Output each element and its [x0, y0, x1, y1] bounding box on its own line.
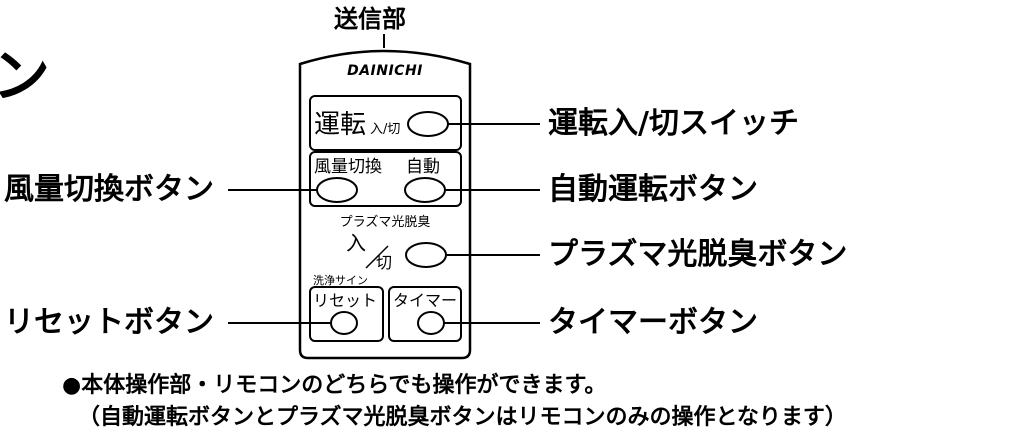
plasma-button-callout: プラズマ光脱臭ボタン — [548, 237, 848, 272]
timer-button — [417, 311, 445, 335]
remote-body — [298, 49, 472, 360]
reset-group-frame — [309, 286, 384, 342]
reset-button — [330, 311, 358, 335]
power-on-off-text: 入/切 — [370, 122, 400, 137]
page-title-fragment: ン — [0, 42, 51, 110]
power-switch-callout: 運転入/切スイッチ — [548, 106, 799, 141]
airflow-group-text: 風量切換 — [314, 157, 382, 177]
note-line-1: ●本体操作部・リモコンのどちらでも操作ができます。 — [62, 373, 607, 398]
reset-button-callout: リセットボタン — [4, 305, 214, 340]
timer-button-callout: タイマーボタン — [548, 305, 758, 340]
power-group-text: 運転 — [314, 110, 366, 140]
timer-group-text: タイマー — [393, 291, 457, 310]
plasma-off-text: 切 — [376, 253, 392, 272]
brand-logo: DAINICHI — [347, 63, 423, 79]
plasma-group-label: プラズマ光脱臭 — [340, 214, 431, 230]
auto-button-callout: 自動運転ボタン — [548, 172, 758, 207]
airflow-group-frame — [309, 151, 462, 207]
airflow-button — [316, 177, 358, 203]
timer-group-frame — [388, 286, 462, 342]
wash-sign-label: 洗浄サイン — [313, 273, 368, 287]
note-line-2: （自動運転ボタンとプラズマ光脱臭ボタンはリモコンのみの操作となります） — [78, 405, 847, 430]
reset-group-text: リセット — [313, 291, 377, 310]
transmitter-label: 送信部 — [334, 5, 406, 33]
plasma-on-text: 入 — [346, 231, 366, 255]
power-button — [407, 111, 449, 137]
airflow-button-callout: 風量切換ボタン — [4, 172, 214, 207]
auto-group-text: 自動 — [406, 157, 440, 177]
auto-button — [404, 177, 446, 203]
plasma-button — [405, 242, 447, 268]
